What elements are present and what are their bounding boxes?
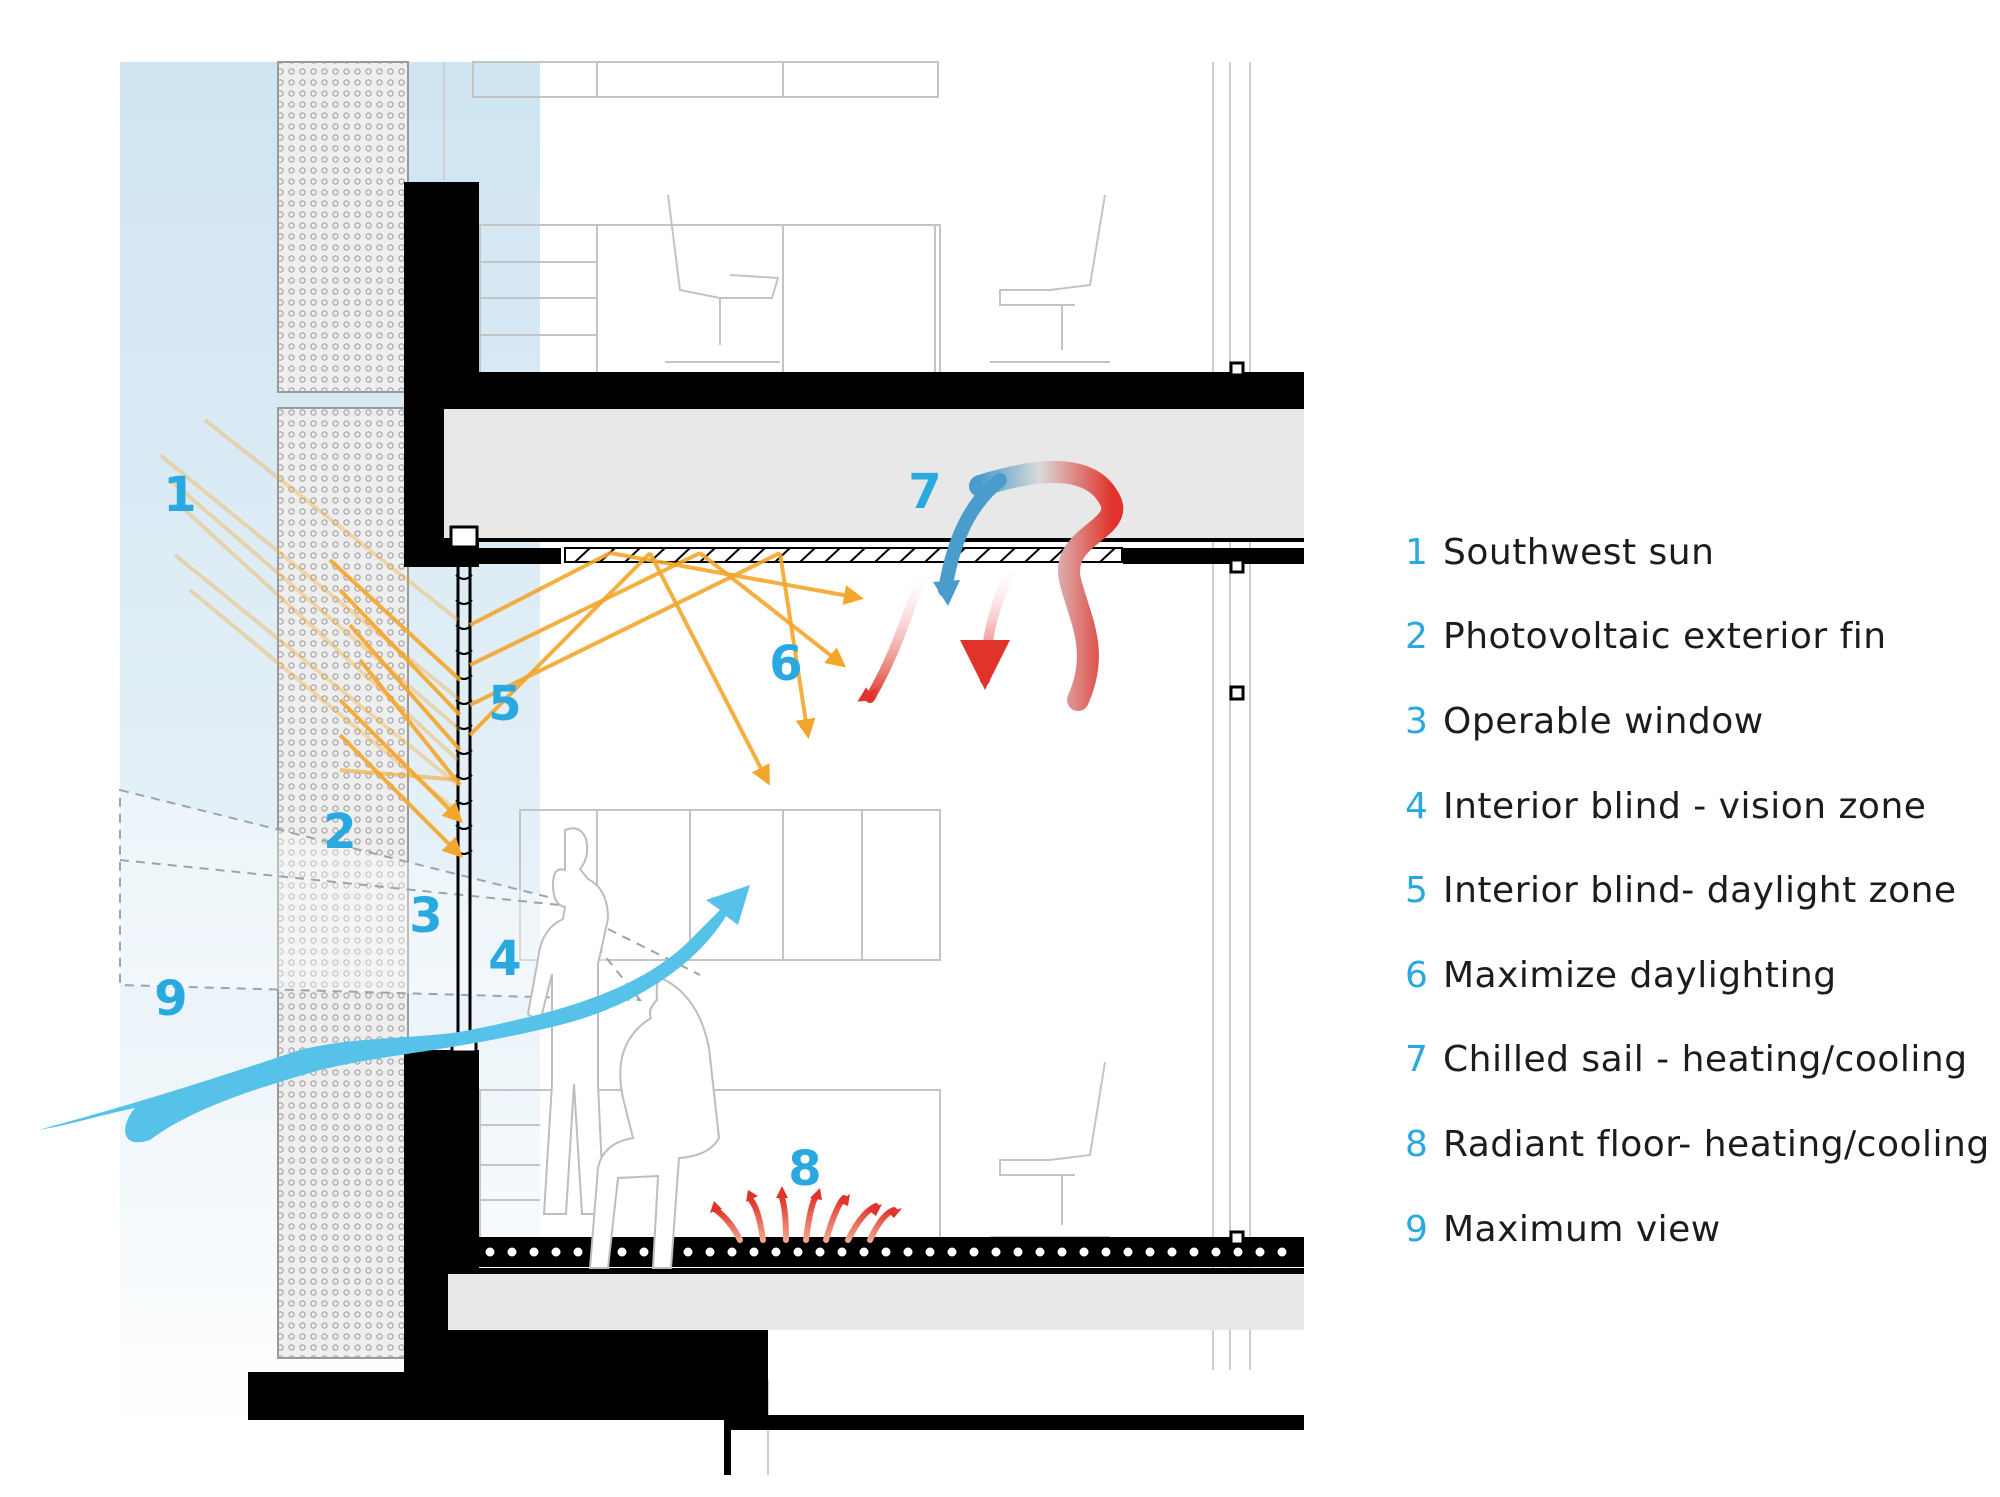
legend-number: 5 (1405, 870, 1429, 912)
pv-fin-upper (277, 61, 409, 393)
sun-rays (158, 418, 864, 858)
callout-7: 7 (908, 464, 941, 520)
legend-label: Maximize daylighting (1443, 954, 1837, 996)
legend-label: Chilled sail - heating/cooling (1443, 1039, 1968, 1081)
chilled-sail-airflow (857, 461, 1124, 711)
legend-number: 7 (1405, 1039, 1429, 1081)
view-wedge (119, 788, 701, 1002)
legend-item: 2 Photovoltaic exterior fin (1405, 595, 1995, 680)
legend-number: 8 (1405, 1123, 1429, 1165)
upper-floor-furniture (472, 61, 1110, 376)
legend-label: Southwest sun (1443, 531, 1715, 573)
legend-item: 8 Radiant floor- heating/cooling (1405, 1102, 1995, 1187)
view-arrow (38, 885, 750, 1143)
callout-8: 8 (788, 1141, 821, 1197)
radiant-floor-heat-tips (710, 1186, 902, 1218)
legend-item: 1 Southwest sun (1405, 510, 1995, 595)
radiant-floor-pipes (485, 1247, 1287, 1257)
legend-number: 4 (1405, 785, 1429, 827)
callouts: 1 2 3 4 5 6 7 8 9 (154, 464, 941, 1197)
legend-item: 6 Maximize daylighting (1405, 933, 1995, 1018)
legend-item: 3 Operable window (1405, 679, 1995, 764)
legend-item: 7 Chilled sail - heating/cooling (1405, 1018, 1995, 1103)
callout-6: 6 (769, 636, 802, 692)
legend-number: 1 (1405, 531, 1429, 573)
radiant-floor-heat (713, 1193, 897, 1243)
legend-label: Operable window (1443, 700, 1764, 742)
lower-floor-furniture (479, 809, 1110, 1241)
slab-fills (444, 409, 1304, 1330)
callout-3: 3 (409, 888, 442, 944)
legend: 1 Southwest sun 2 Photovoltaic exterior fi… (1405, 510, 1995, 1271)
callout-9: 9 (154, 971, 187, 1027)
callout-1: 1 (163, 467, 196, 523)
legend-item: 9 Maximum view (1405, 1187, 1995, 1272)
legend-label: Interior blind- daylight zone (1443, 870, 1957, 912)
callout-5: 5 (488, 676, 521, 732)
legend-label: Maximum view (1443, 1208, 1721, 1250)
callout-4: 4 (488, 931, 521, 987)
legend-label: Photovoltaic exterior fin (1443, 616, 1887, 658)
legend-number: 2 (1405, 616, 1429, 658)
legend-label: Radiant floor- heating/cooling (1443, 1123, 1990, 1165)
legend-number: 6 (1405, 954, 1429, 996)
legend-item: 5 Interior blind- daylight zone (1405, 848, 1995, 933)
callout-2: 2 (323, 804, 356, 860)
legend-item: 4 Interior blind - vision zone (1405, 764, 1995, 849)
legend-number: 9 (1405, 1208, 1429, 1250)
interior-guide-lines (443, 62, 1251, 1475)
legend-number: 3 (1405, 700, 1429, 742)
building-structure (248, 182, 1304, 1475)
window-mullions (1229, 361, 1245, 1246)
legend-label: Interior blind - vision zone (1443, 785, 1927, 827)
